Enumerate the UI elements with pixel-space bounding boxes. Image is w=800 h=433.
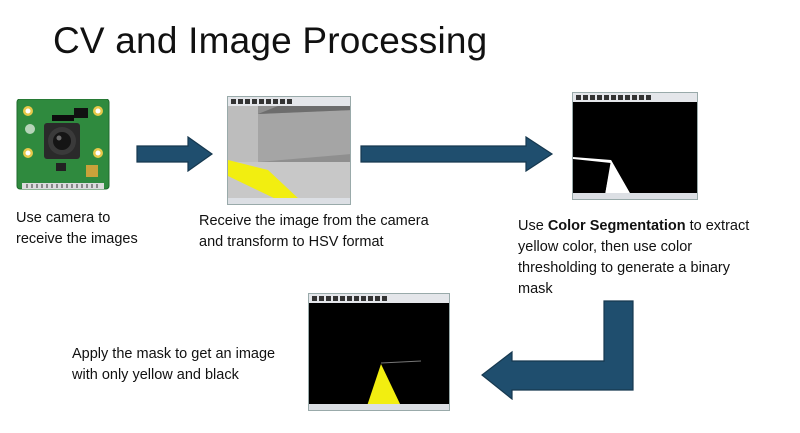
mask-image-window <box>572 92 698 200</box>
caption-bold-text: Color Segmentation <box>547 218 686 234</box>
slide-title: CV and Image Processing <box>53 20 488 61</box>
caption-line: Receive the image from the camera <box>199 213 429 229</box>
down-left-arrow <box>481 300 634 400</box>
caption-line: Use Color Segmentation to extract <box>518 216 749 237</box>
right-arrow <box>360 136 554 172</box>
step-apply-caption: Apply the mask to get an image with only… <box>72 344 275 386</box>
binary-mask-scene <box>573 102 697 195</box>
camera-board-image <box>16 98 110 191</box>
yellow-black-scene <box>309 303 449 406</box>
right-arrow <box>136 136 214 172</box>
result-image-window <box>308 293 450 411</box>
caption-text: to extract <box>685 218 750 234</box>
caption-line: Apply the mask to get an image <box>72 346 276 362</box>
window-statusbar <box>573 193 697 199</box>
hsv-scene <box>228 106 350 200</box>
caption-line: receive the images <box>16 231 138 247</box>
step-hsv-caption: Receive the image from the camera and tr… <box>199 211 429 253</box>
caption-line: Use camera to <box>16 210 111 226</box>
caption-line: with only yellow and black <box>72 367 239 383</box>
caption-line: mask <box>518 281 553 297</box>
caption-line: and transform to HSV format <box>199 234 384 250</box>
hsv-image-window <box>227 96 351 205</box>
step-camera-caption: Use camera to receive the images <box>16 208 138 250</box>
caption-line: yellow color, then use color <box>518 239 693 255</box>
caption-line: thresholding to generate a binary <box>518 260 731 276</box>
window-statusbar <box>228 198 350 204</box>
window-statusbar <box>309 404 449 410</box>
caption-text: Use <box>518 218 548 234</box>
step-segment-caption: Use Color Segmentation to extract yellow… <box>518 216 749 300</box>
